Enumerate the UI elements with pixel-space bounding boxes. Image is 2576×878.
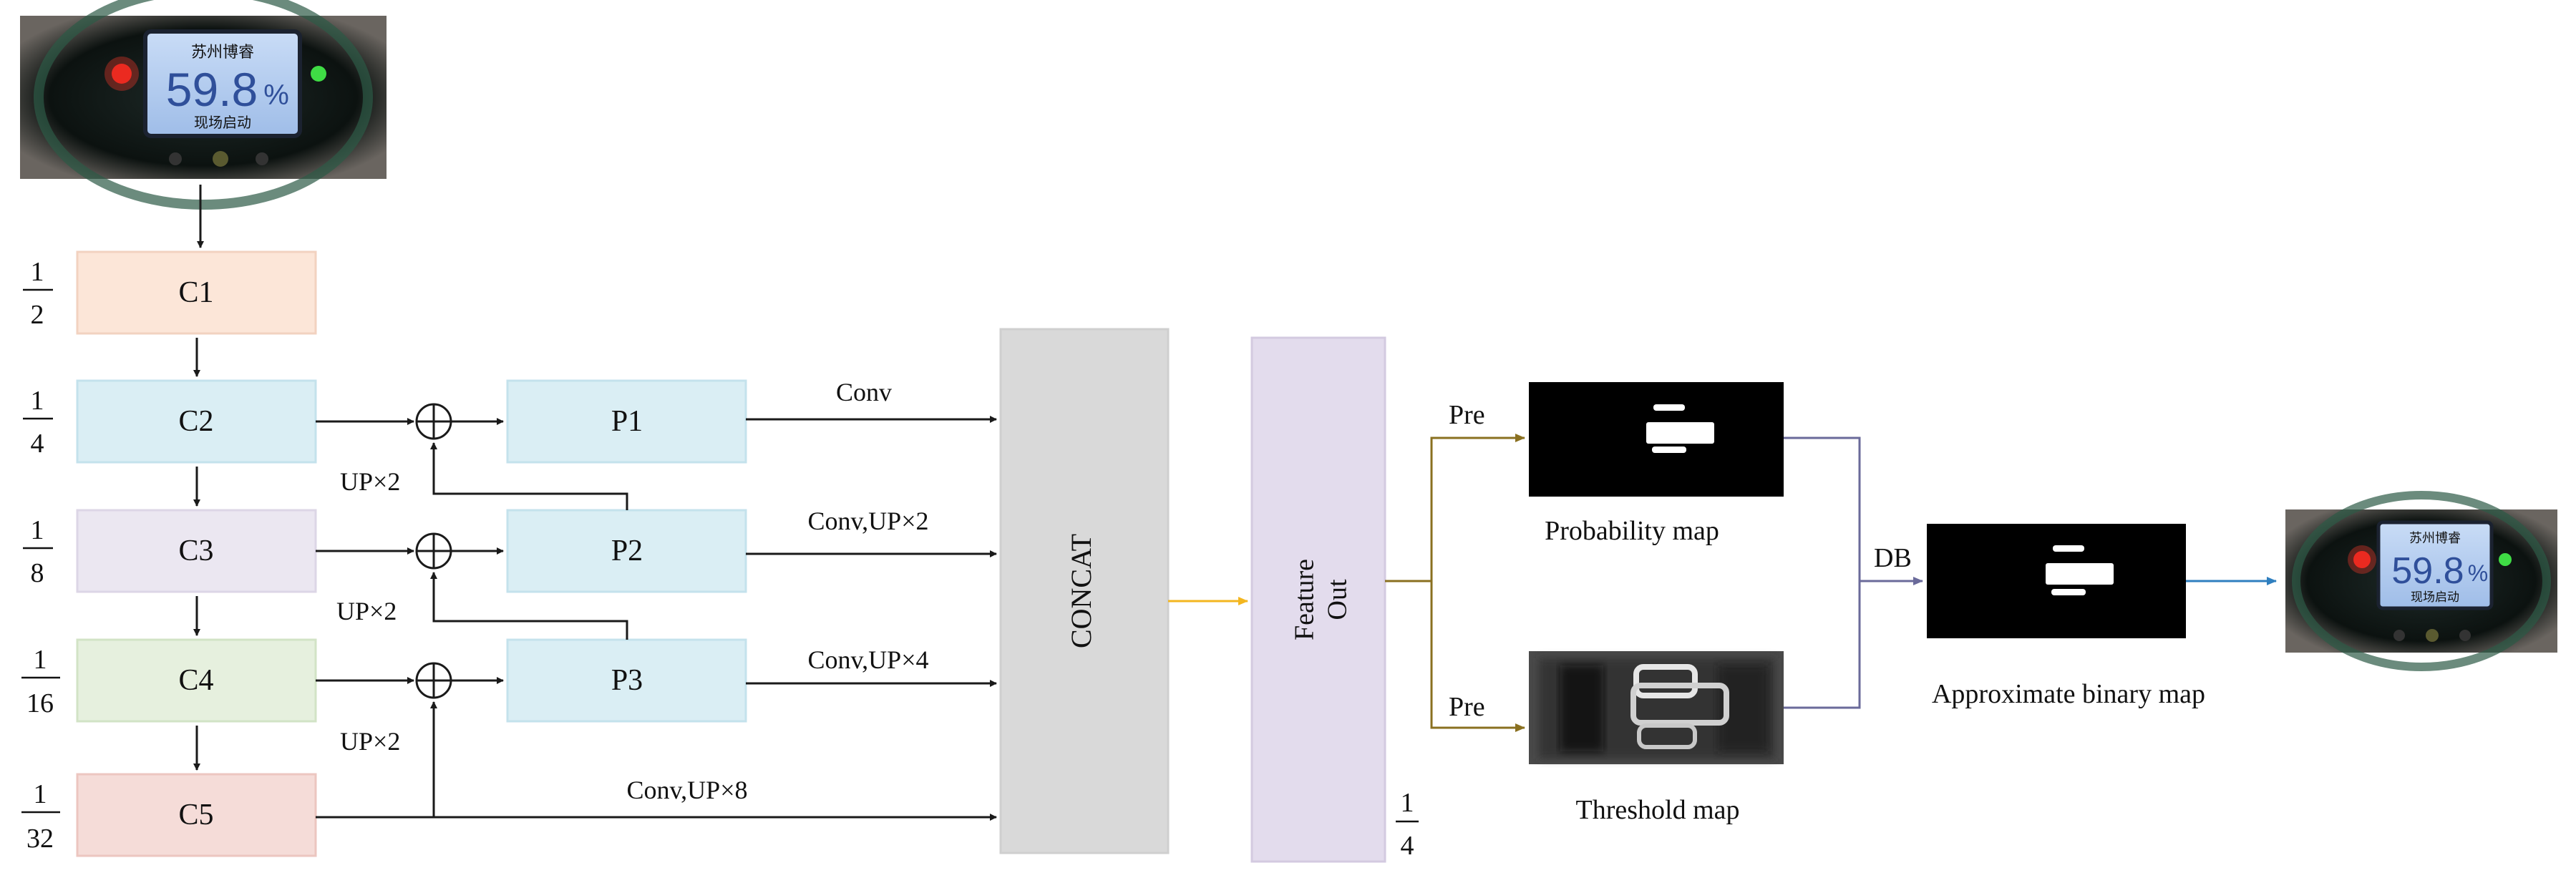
svg-text:16: 16 xyxy=(26,688,54,718)
branch-c5-label: Conv,UP×8 xyxy=(627,776,748,804)
stage-c3-label: C3 xyxy=(178,535,213,567)
arrow-p2-upsample-to-add1 xyxy=(430,442,628,510)
p3-box xyxy=(506,638,747,723)
add-node-2-icon xyxy=(415,532,452,570)
scale-c2: 1 4 xyxy=(23,386,53,459)
svg-text:1: 1 xyxy=(31,386,44,416)
svg-text:4: 4 xyxy=(31,429,44,459)
meter-mode-text: 现场启动 xyxy=(194,114,251,131)
output-meter-mode-text: 现场启动 xyxy=(2411,590,2459,604)
approximate-binary-map-image xyxy=(1927,524,2186,638)
up-label-2: UP×2 xyxy=(336,597,397,625)
arrow-probability-to-db xyxy=(1784,436,1923,585)
output-meter-photo: 苏州博睿 59.8 % 现场启动 xyxy=(2285,491,2557,671)
p1-label: P1 xyxy=(611,405,643,438)
feature-scale-den: 4 xyxy=(1401,831,1414,861)
concat-block: CONCAT xyxy=(999,328,1170,854)
concat-branches: Conv Conv,UP×2 Conv,UP×4 Conv,UP×8 xyxy=(316,378,997,821)
pre-label-threshold: Pre xyxy=(1449,692,1485,722)
svg-text:2: 2 xyxy=(31,300,44,330)
p1-box xyxy=(506,379,747,464)
concat-label: CONCAT xyxy=(1065,534,1097,648)
stage-c5-box xyxy=(76,773,317,857)
scale-c5: 1 32 xyxy=(21,779,60,854)
db-label: DB xyxy=(1874,543,1912,573)
threshold-map-image xyxy=(1529,651,1784,764)
probability-map-image xyxy=(1529,382,1784,497)
feature-out-line1: Feature xyxy=(1290,559,1320,640)
svg-text:8: 8 xyxy=(31,558,44,588)
scale-c1: 1 2 xyxy=(23,257,53,330)
feature-out-line2: Out xyxy=(1323,579,1353,620)
stage-c1-label: C1 xyxy=(178,276,213,309)
green-led-icon xyxy=(311,66,326,82)
arrow-p3-upsample-to-add2 xyxy=(430,572,628,640)
svg-text:1: 1 xyxy=(34,779,47,809)
svg-text:1: 1 xyxy=(34,645,47,675)
threshold-map-label: Threshold map xyxy=(1575,795,1739,825)
output-meter-reading: 59.8 xyxy=(2391,550,2464,592)
pre-label-probability: Pre xyxy=(1449,400,1485,430)
branch-p1-label: Conv xyxy=(836,378,892,406)
red-led-icon xyxy=(112,64,132,84)
p3-label: P3 xyxy=(611,664,643,697)
output-meter-brand-text: 苏州博睿 xyxy=(2409,531,2461,545)
db-merge: DB xyxy=(1784,436,1923,709)
meter-reading: 59.8 xyxy=(166,63,258,116)
add-node-1-icon xyxy=(415,403,452,440)
svg-text:1: 1 xyxy=(31,257,44,287)
probability-map-label: Probability map xyxy=(1545,516,1719,546)
feature-out-block: Feature Out 1 4 xyxy=(1250,336,1419,863)
stage-c5-label: C5 xyxy=(178,799,213,831)
up-label-3: UP×2 xyxy=(340,727,400,756)
input-meter-photo: 苏州博睿 59.8 % 现场启动 xyxy=(20,0,387,210)
stage-c4-label: C4 xyxy=(178,664,213,697)
up-label-1: UP×2 xyxy=(340,467,400,496)
arrow-pre-probability xyxy=(1385,434,1525,582)
meter-unit: % xyxy=(263,79,289,111)
svg-text:32: 32 xyxy=(26,824,54,854)
svg-text:1: 1 xyxy=(31,515,44,545)
p2-box xyxy=(506,509,747,593)
approximate-binary-map-label: Approximate binary map xyxy=(1932,679,2205,709)
meter-brand-text: 苏州博睿 xyxy=(191,43,254,61)
stage-c2-label: C2 xyxy=(178,405,213,438)
feature-scale-num: 1 xyxy=(1401,788,1414,818)
output-meter-unit: % xyxy=(2468,560,2488,586)
arrow-threshold-to-db xyxy=(1784,581,1861,709)
prediction-heads: Pre Pre xyxy=(1385,400,1525,732)
scale-c4: 1 16 xyxy=(21,645,60,718)
branch-p2-label: Conv,UP×2 xyxy=(808,507,929,535)
scale-c3: 1 8 xyxy=(23,515,53,588)
branch-p3-label: Conv,UP×4 xyxy=(808,645,929,674)
scale-fractions: 1 2 1 4 1 8 1 16 1 32 xyxy=(21,257,60,854)
backbone: C1 C2 C3 C4 C5 xyxy=(76,250,317,857)
stage-c1-box xyxy=(76,250,317,335)
add-node-3-icon xyxy=(415,662,452,699)
pyramid: P1 P2 P3 UP×2 UP×2 UP×2 xyxy=(316,379,747,817)
stage-c4-box xyxy=(76,638,317,723)
p2-label: P2 xyxy=(611,535,643,567)
arrow-pre-threshold xyxy=(1385,580,1525,732)
